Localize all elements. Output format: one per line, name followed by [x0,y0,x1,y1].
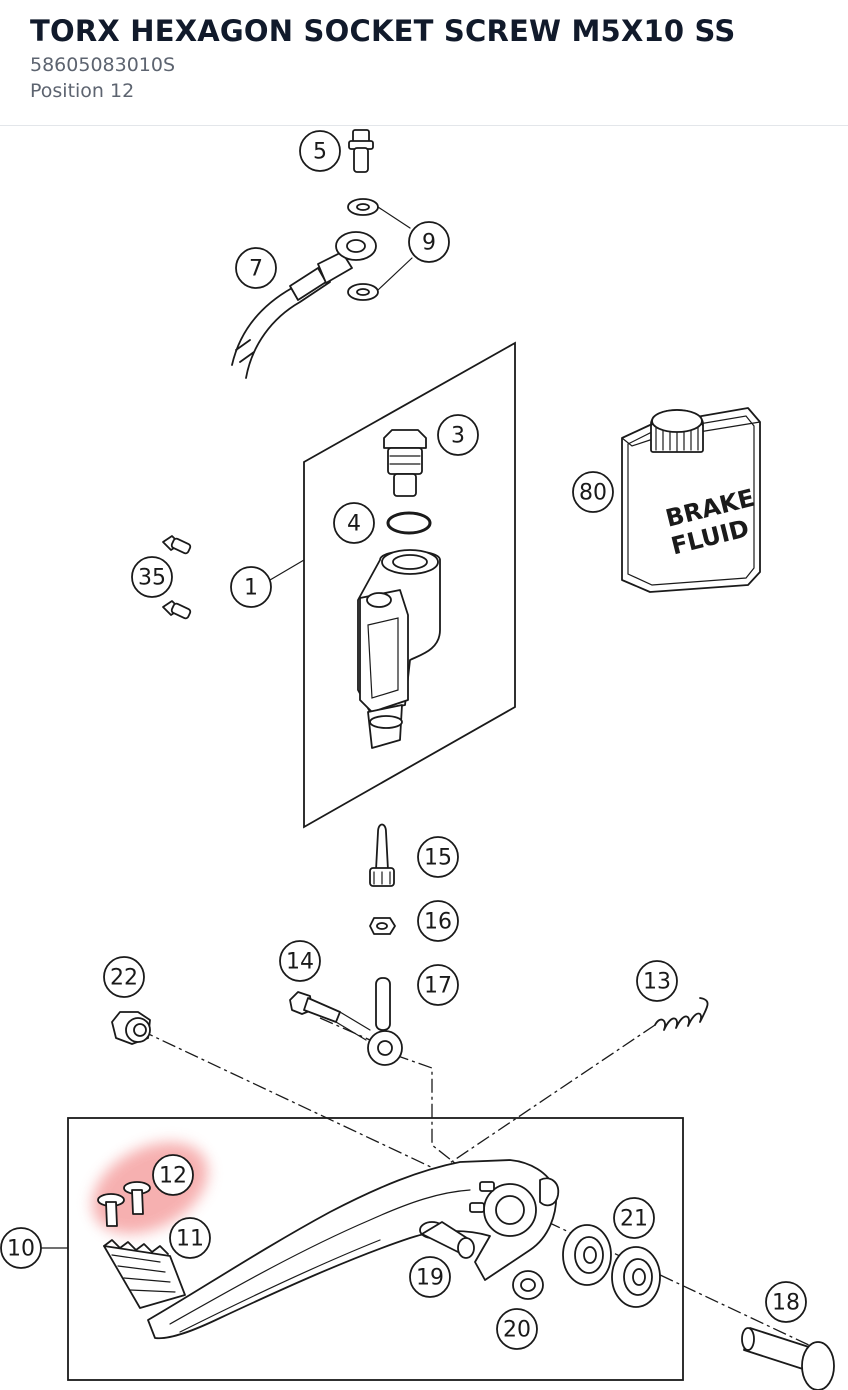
bearings-part-21[interactable] [562,1224,661,1308]
callout-position-14[interactable]: 14 [279,940,321,982]
callout-label: 14 [286,950,314,975]
callout-label: 35 [138,566,166,591]
spring-part-13[interactable] [654,997,709,1031]
part-title: TORX HEXAGON SOCKET SCREW M5X10 SS [30,14,736,48]
brake-pedal-box-part-10[interactable] [67,1117,684,1381]
callout-position-80[interactable]: 80 [572,471,614,513]
master-cylinder-assembly-part-1[interactable] [269,341,516,829]
callout-layer: 5 9 7 3 80 4 35 1 15 16 22 14 17 13 12 21 11 10 19 18 20 [0,130,807,1350]
callout-position-19[interactable]: 19 [409,1256,451,1298]
callout-circle [613,1197,655,1239]
callout-circle [636,960,678,1002]
callout-position-9[interactable]: 9 [408,221,450,263]
callout-position-16[interactable]: 16 [417,900,459,942]
callout-label: 4 [347,512,361,537]
callout-label: 21 [620,1207,648,1232]
callout-position-11[interactable]: 11 [169,1217,211,1259]
callout-circle [496,1308,538,1350]
callout-label: 11 [176,1227,204,1252]
callout-label: 12 [159,1164,187,1189]
callout-circle [765,1281,807,1323]
brake-hose-part-7[interactable] [231,231,377,379]
callout-position-13[interactable]: 13 [636,960,678,1002]
callout-label: 9 [422,231,436,256]
callout-circle [572,471,614,513]
part-header: TORX HEXAGON SOCKET SCREW M5X10 SS 58605… [0,0,848,126]
callout-position-4[interactable]: 4 [333,502,375,544]
callout-circle [417,900,459,942]
callout-circle [417,836,459,878]
callout-label: 18 [772,1291,800,1316]
brake-pedal-lever[interactable] [147,1159,560,1340]
callout-position-17[interactable]: 17 [417,964,459,1006]
callout-circle [279,940,321,982]
nut-part-22[interactable] [111,1011,151,1045]
callout-label: 80 [579,481,607,506]
callout-label: 19 [416,1266,444,1291]
callout-position-21[interactable]: 21 [613,1197,655,1239]
callout-label: 16 [424,910,452,935]
callout-position-3[interactable]: 3 [437,414,479,456]
callout-circle [409,1256,451,1298]
callout-position-1[interactable]: 1 [230,566,272,608]
callout-label: 15 [424,846,452,871]
callout-position-22[interactable]: 22 [103,956,145,998]
washers-part-9[interactable] [347,198,413,301]
callout-circle [230,566,272,608]
reservoir-cap-part-3[interactable] [383,429,427,497]
callout-label: 22 [110,966,138,991]
callout-circle [417,964,459,1006]
callout-position-5[interactable]: 5 [299,130,341,172]
banjo-bolt-part-5[interactable] [348,129,374,173]
callout-label: 1 [244,576,258,601]
callout-position-35[interactable]: 35 [131,556,173,598]
callout-position-7[interactable]: 7 [235,247,277,289]
callout-position-18[interactable]: 18 [765,1281,807,1323]
screws-part-35[interactable] [162,535,192,620]
torx-screws-part-12[interactable] [97,1181,151,1227]
callout-label: 10 [7,1237,35,1262]
callout-circle [152,1154,194,1196]
pedal-tip-part-11[interactable] [103,1239,186,1309]
callout-circle [131,556,173,598]
part-number: 58605083010S [30,54,176,76]
nut-part-16[interactable] [369,917,396,935]
axle-part-18[interactable] [741,1327,835,1390]
callout-circle [333,502,375,544]
callout-circle [408,221,450,263]
push-rod-part-15[interactable] [369,823,395,887]
callout-position-10[interactable]: 10 [0,1227,42,1269]
nut-part-20[interactable] [512,1270,544,1300]
callout-label: 17 [424,974,452,999]
o-ring-part-4[interactable] [386,511,432,535]
pin-part-19[interactable] [419,1221,475,1259]
callout-circle [235,247,277,289]
clevis-part-17[interactable] [367,977,403,1066]
callout-circle [103,956,145,998]
callout-label: 5 [313,140,327,165]
callout-position-12[interactable]: 12 [152,1154,194,1196]
brake-fluid-can-part-80[interactable]: BRAKE FLUID [621,407,761,593]
callout-label: 13 [643,970,671,995]
part-position: Position 12 [30,80,135,102]
callout-circle [169,1217,211,1259]
callout-position-15[interactable]: 15 [417,836,459,878]
bolt-part-14[interactable] [289,991,371,1041]
callout-label: 20 [503,1318,531,1343]
callout-label: 7 [249,257,263,282]
callout-circle [299,130,341,172]
callout-position-20[interactable]: 20 [496,1308,538,1350]
callout-circle [437,414,479,456]
callout-circle [0,1227,42,1269]
callout-label: 3 [451,424,465,449]
